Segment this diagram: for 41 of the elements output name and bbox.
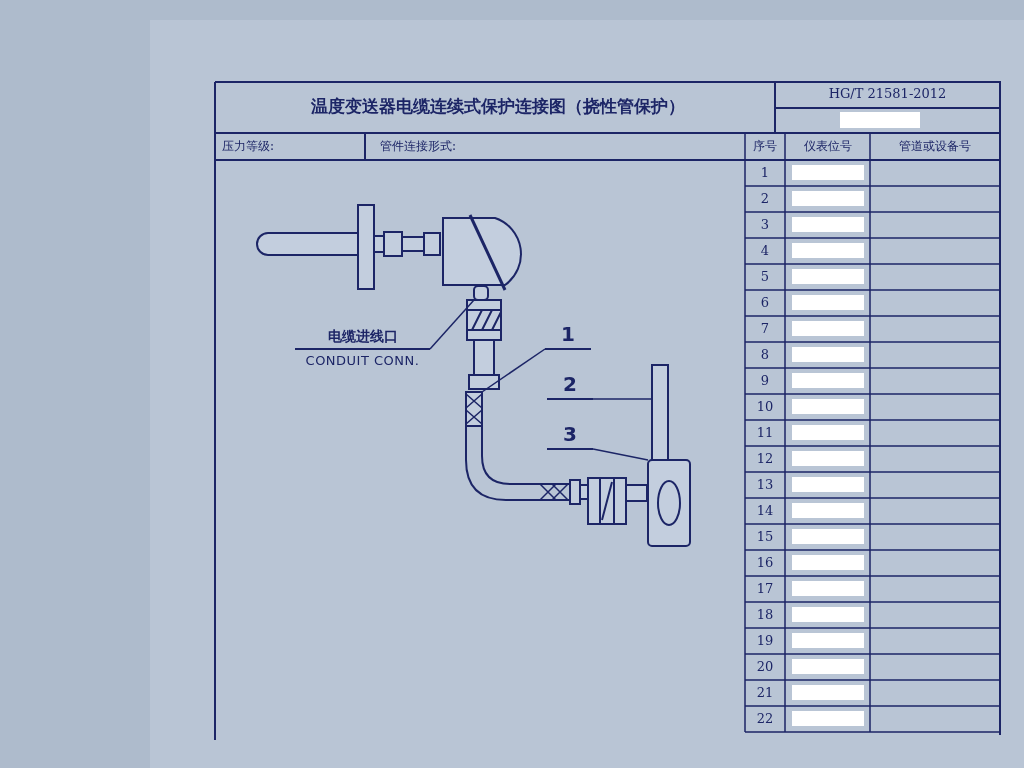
standard-number: HG/T 21581-2012 xyxy=(827,86,948,102)
leader-line xyxy=(592,398,653,400)
row-number: 22 xyxy=(755,711,775,727)
row-number: 2 xyxy=(759,191,771,207)
row-number: 7 xyxy=(759,321,771,337)
row-number: 6 xyxy=(759,295,771,311)
row-number: 10 xyxy=(755,399,775,415)
row-number: 16 xyxy=(755,555,775,571)
row-number: 1 xyxy=(759,165,771,181)
callout-number: 2 xyxy=(547,372,593,400)
column-header: 序号 xyxy=(752,139,778,154)
flexible-hose xyxy=(465,391,483,427)
vertical-pipe xyxy=(651,364,669,461)
row-number: 20 xyxy=(755,659,775,675)
row-number: 5 xyxy=(759,269,771,285)
row-number: 8 xyxy=(759,347,771,363)
column-header: 仪表位号 xyxy=(802,139,853,154)
row-number: 9 xyxy=(759,373,771,389)
callout-number: 3 xyxy=(547,422,593,450)
conduit-entry xyxy=(473,285,489,301)
leader-line xyxy=(429,299,475,350)
field-label: 管件连接形式: xyxy=(380,139,458,154)
field-label: 压力等级: xyxy=(222,139,276,154)
part-label: 电缆进线口 xyxy=(295,328,430,350)
row-number: 18 xyxy=(755,607,775,623)
row-number: 14 xyxy=(755,503,775,519)
callout-number: 1 xyxy=(545,322,591,350)
row-number: 11 xyxy=(755,425,775,441)
junction-box xyxy=(647,459,691,547)
row-number: 15 xyxy=(755,529,775,545)
row-number: 3 xyxy=(759,217,771,233)
row-number: 4 xyxy=(759,243,771,259)
drawing-title: 温度变送器电缆连续式保护连接图（挠性管保护） xyxy=(309,96,686,117)
row-number: 13 xyxy=(755,477,775,493)
part-label: CONDUIT CONN. xyxy=(304,353,421,368)
row-number: 21 xyxy=(755,685,775,701)
leader-line xyxy=(592,448,649,461)
row-number: 12 xyxy=(755,451,775,467)
row-number: 17 xyxy=(755,581,775,597)
row-number: 19 xyxy=(755,633,775,649)
column-header: 管道或设备号 xyxy=(898,139,972,154)
